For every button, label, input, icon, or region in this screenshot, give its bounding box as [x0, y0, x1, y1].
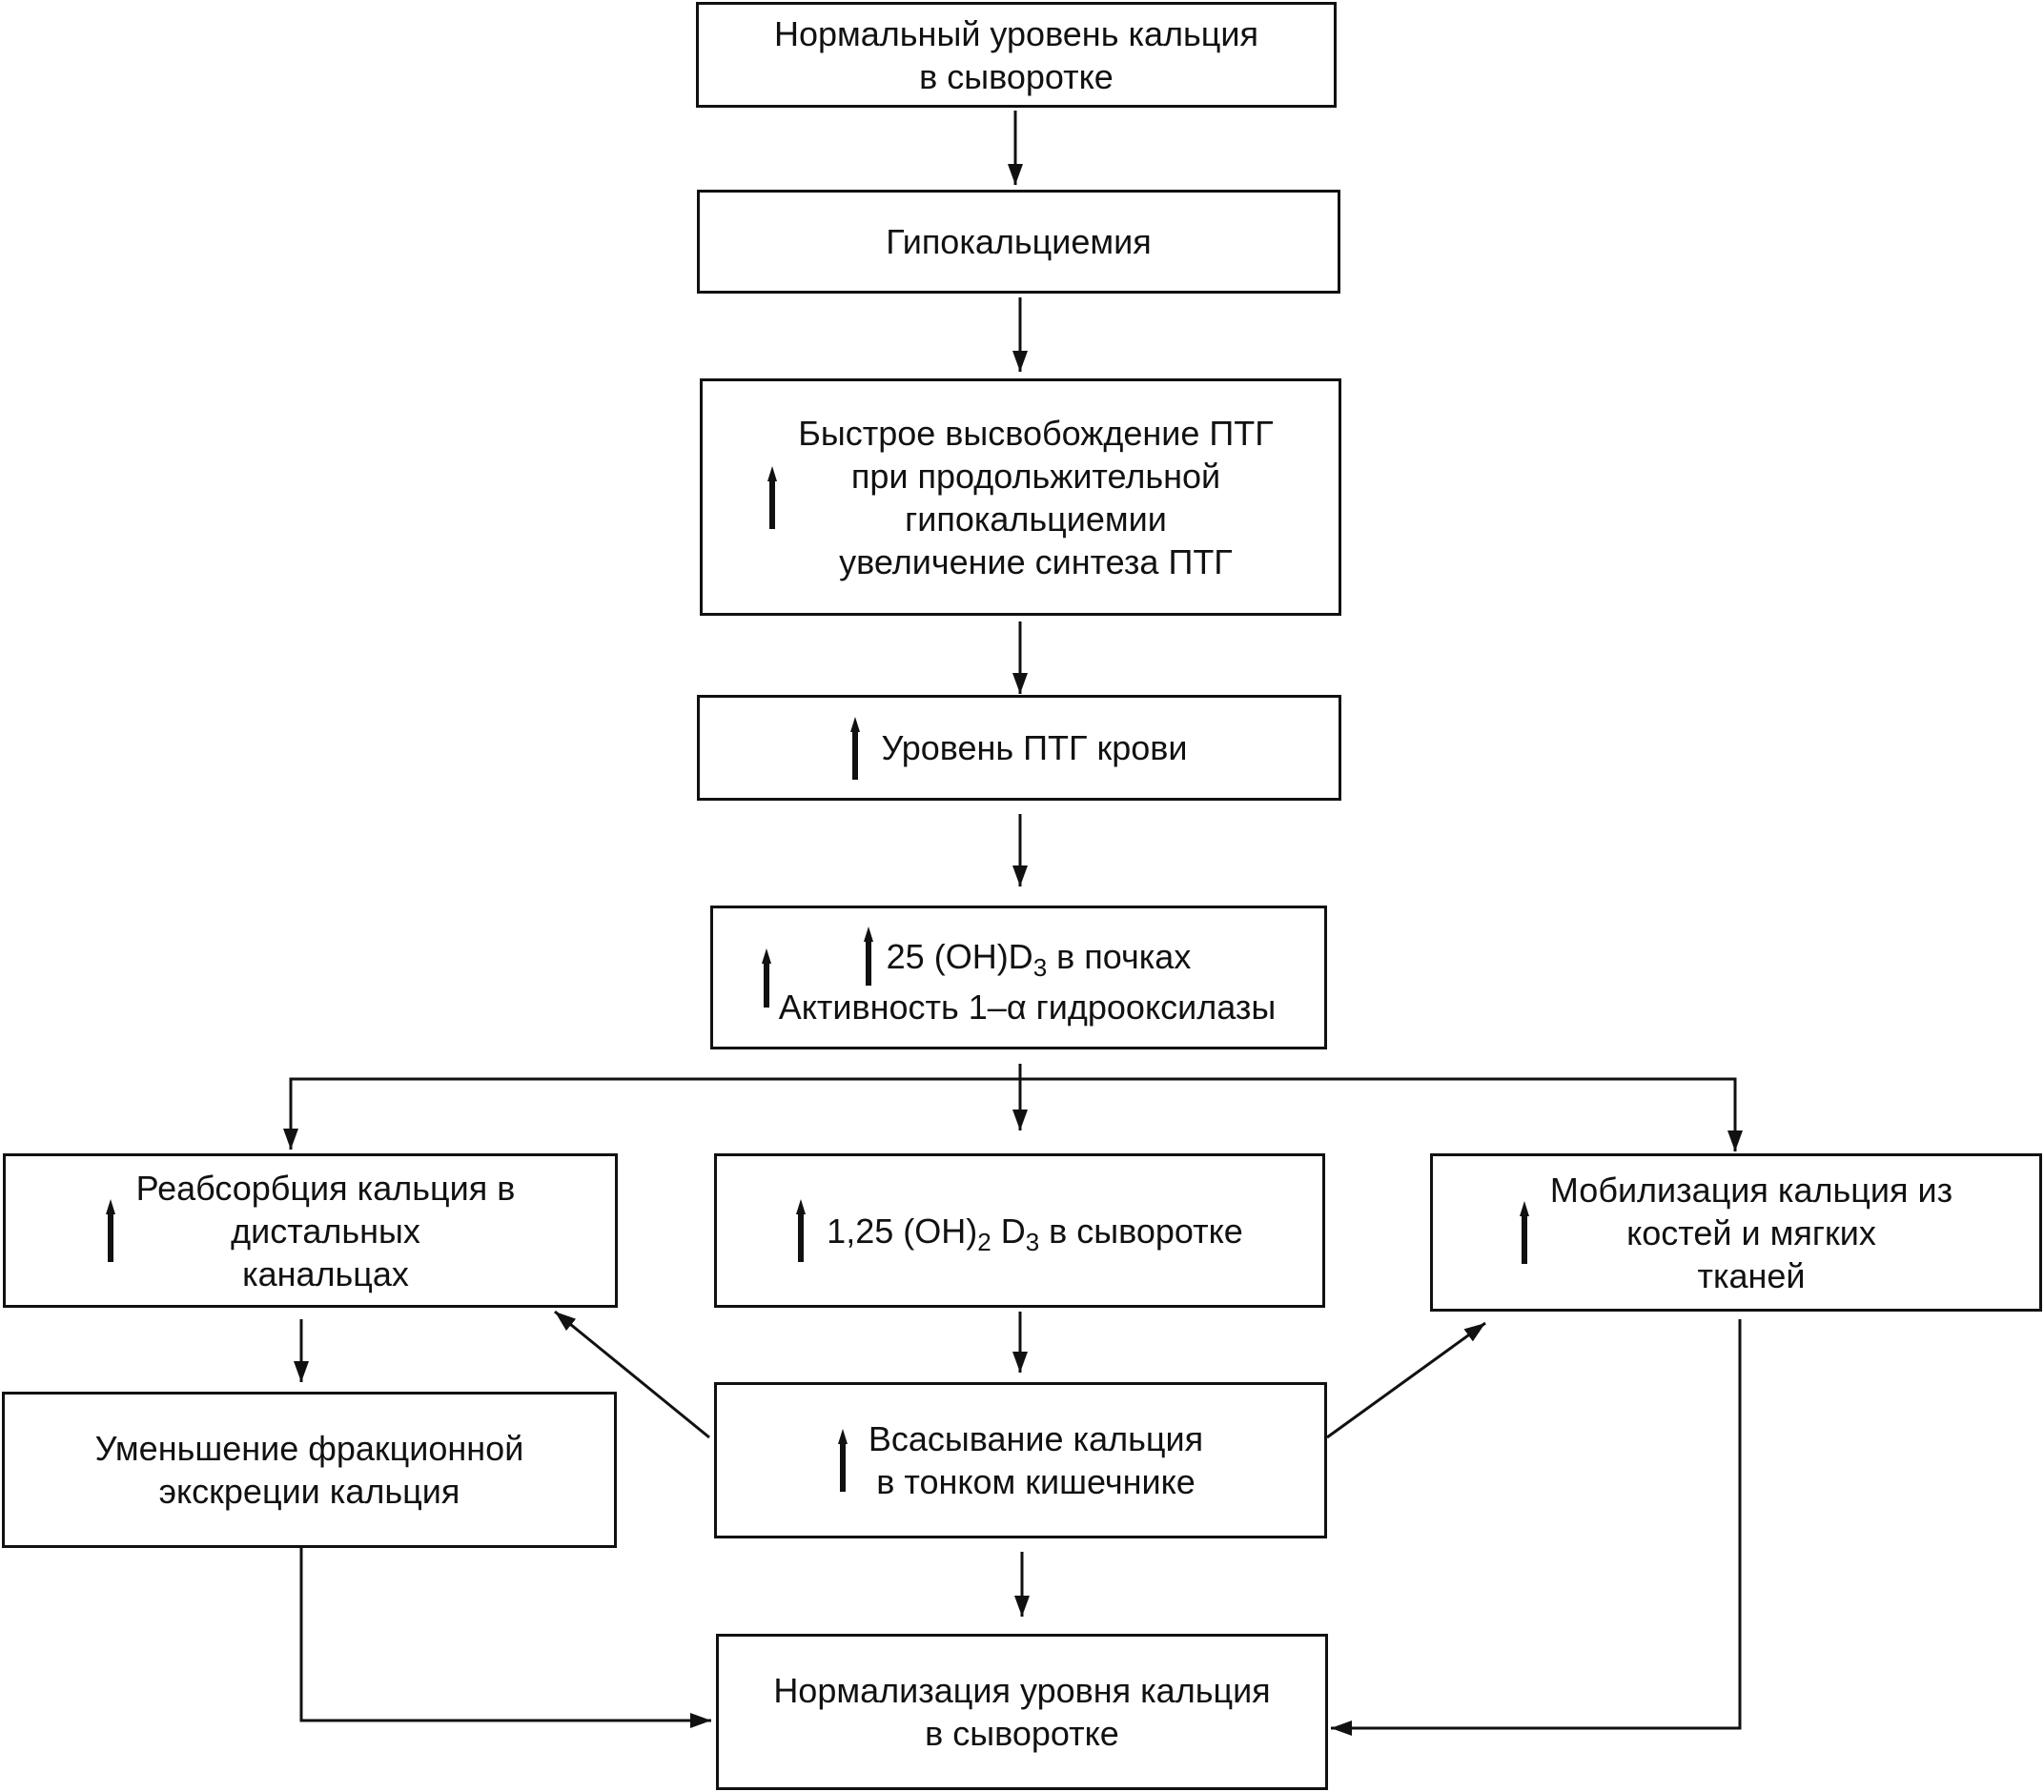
increase-arrow-icon: [761, 947, 771, 1008]
arrow-mobilization-to-normalization: [1331, 1319, 1742, 1736]
increase-arrow-icon: [863, 927, 873, 986]
box-hypocalcemia: Гипокальциемия: [697, 190, 1340, 294]
increase-arrow-icon: [767, 465, 778, 529]
reabsorption-line3: канальцах: [242, 1253, 409, 1293]
mobilization-line3: тканей: [1697, 1255, 1806, 1295]
normal-calcium-line2: в сыворотке: [919, 56, 1114, 96]
serum-vitd-sub1: 2: [977, 1227, 991, 1256]
renal-line1-post: в почках: [1047, 936, 1192, 976]
renal-line1-pre: 25 (OH)D: [886, 936, 1033, 976]
box-serum-vitd: 1,25 (OH)2 D3 в сыворотке: [714, 1153, 1325, 1308]
normal-calcium-line1: Нормальный уровень кальция: [773, 13, 1258, 53]
absorption-line2: в тонком кишечнике: [876, 1462, 1196, 1501]
box-pth-blood: Уровень ПТГ крови: [697, 695, 1341, 801]
renal-line1: 25 (OH)D3 в почках: [886, 935, 1192, 980]
increase-arrow-icon: [837, 1429, 848, 1492]
box-renal-hydroxylase: 25 (OH)D3 в почках Активность 1–α гидроо…: [710, 906, 1327, 1049]
absorption-line1: Всасывание кальция: [868, 1419, 1204, 1458]
increase-arrow-icon: [796, 1199, 807, 1262]
increase-arrow-icon: [1519, 1201, 1529, 1264]
arrow-absorption-to-mobilization: [1326, 1321, 1486, 1439]
normalization-line2: в сыворотке: [925, 1714, 1119, 1753]
serum-vitd-label: 1,25 (OH)2 D3 в сыворотке: [827, 1210, 1243, 1254]
arrow-absorption-to-reabsorption: [554, 1310, 710, 1439]
serum-vitd-pre: 1,25 (OH): [827, 1211, 978, 1251]
pth-release-line1: Быстрое высвобождение ПТГ: [798, 413, 1274, 453]
box-mobilization: Мобилизация кальция из костей и мягких т…: [1430, 1153, 2042, 1312]
normalization-line1: Нормализация уровня кальция: [773, 1671, 1271, 1710]
reabsorption-line2: дистальных: [231, 1211, 420, 1251]
box-excretion: Уменьшение фракционной экскреции кальция: [2, 1392, 617, 1548]
serum-vitd-post: в сыворотке: [1039, 1211, 1243, 1251]
pth-release-line4: увеличение синтеза ПТГ: [839, 541, 1233, 581]
branch-bar-left: [283, 1077, 1020, 1150]
box-pth-release: Быстрое высвобождение ПТГ при продольжит…: [700, 378, 1341, 616]
branch-bar-right: [1020, 1077, 1743, 1151]
increase-arrow-icon: [850, 716, 861, 780]
mobilization-line1: Мобилизация кальция из: [1549, 1170, 1953, 1210]
hypocalcemia-label: Гипокальциемия: [886, 222, 1152, 261]
box-normal-calcium: Нормальный уровень кальция в сыворотке: [696, 2, 1337, 108]
box-normalization: Нормализация уровня кальция в сыворотке: [716, 1634, 1328, 1790]
box-absorption: Всасывание кальция в тонком кишечнике: [714, 1382, 1327, 1538]
increase-arrow-icon: [105, 1199, 115, 1262]
pth-release-line2: при продольжительной: [850, 456, 1221, 496]
arrow-excretion-to-normalization: [299, 1548, 711, 1728]
pth-blood-label: Уровень ПТГ крови: [881, 728, 1188, 767]
serum-vitd-sub2: 3: [1025, 1227, 1040, 1256]
renal-line1-sub: 3: [1032, 952, 1048, 982]
mobilization-line2: костей и мягких: [1626, 1212, 1876, 1252]
excretion-line2: экскреции кальция: [158, 1472, 460, 1511]
reabsorption-line1: Реабсорбция кальция в: [135, 1168, 516, 1208]
excretion-line1: Уменьшение фракционной: [94, 1429, 524, 1468]
pth-release-line3: гипокальциемии: [905, 499, 1167, 539]
box-reabsorption: Реабсорбция кальция в дистальных канальц…: [3, 1153, 618, 1308]
renal-line2: Активность 1–α гидрооксилазы: [778, 988, 1277, 1027]
serum-vitd-mid: D: [991, 1211, 1026, 1251]
